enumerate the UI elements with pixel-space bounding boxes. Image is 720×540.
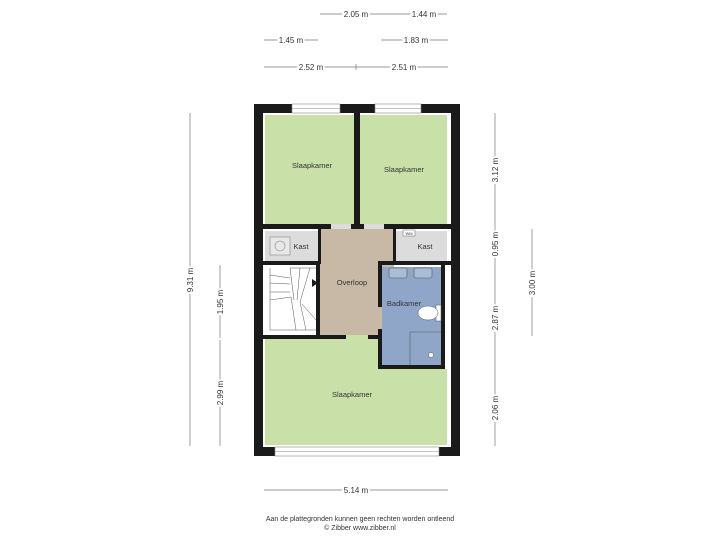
- washer-label: WM: [405, 231, 412, 236]
- door-bathroom: [378, 307, 382, 329]
- wall-bathroom-bottom: [378, 365, 445, 369]
- room-label-landing: Overloop: [337, 278, 367, 287]
- washer-icon: [402, 229, 416, 237]
- dim-top-row1-left: 2.05 m: [344, 10, 369, 19]
- wall-closet-left-bottom: [263, 261, 320, 265]
- dim-top-row2-right: 1.83 m: [404, 36, 429, 45]
- dim-lines-right: [494, 113, 533, 446]
- wall-closet-left-right: [318, 229, 321, 264]
- sink-right-icon: [413, 267, 433, 279]
- bedroom-top-left: [265, 115, 354, 224]
- dim-top-row3-right: 2.51 m: [392, 63, 417, 72]
- room-label-bedroom-top-left: Slaapkamer: [292, 161, 333, 170]
- wall-closet-right-left: [393, 229, 396, 264]
- dim-right-inner-4: 2.06 m: [491, 395, 500, 420]
- room-label-bathroom: Badkamer: [387, 299, 422, 308]
- dim-left-total: 9.31 m: [186, 267, 195, 292]
- bedroom-bottom: [265, 339, 447, 445]
- dim-top-row2-left: 1.45 m: [279, 36, 304, 45]
- dim-right-outer: 3.00 m: [528, 270, 537, 295]
- bedroom-top-right: [360, 115, 447, 224]
- dim-lines-left: [189, 113, 221, 446]
- dim-right-inner-1: 3.12 m: [491, 157, 500, 182]
- wall-top-divider: [354, 113, 360, 226]
- dim-left-inner-lower: 2.99 m: [216, 380, 225, 405]
- door-bedroom-top-left: [331, 224, 351, 229]
- dim-right-inner-3: 2.87 m: [491, 305, 500, 330]
- dim-left-inner-upper: 1.95 m: [216, 289, 225, 314]
- room-label-closet-left: Kast: [293, 242, 309, 251]
- wall-bathroom-right: [441, 263, 445, 369]
- stair-treads: [269, 267, 317, 331]
- footer-credit: © Zibber www.zibber.nl: [324, 525, 396, 532]
- toilet-bowl-icon: [417, 305, 439, 321]
- room-label-bedroom-top-right: Slaapkamer: [384, 165, 425, 174]
- wall-bottom-bedroom-top: [263, 335, 382, 339]
- door-bedroom-top-right: [364, 224, 384, 229]
- room-label-bedroom-bottom: Slaapkamer: [332, 390, 373, 399]
- shower-drain-icon: [428, 352, 434, 358]
- dim-lines-top: [264, 13, 448, 70]
- wall-top-horizontal: [263, 224, 451, 229]
- dim-bottom-total: 5.14 m: [344, 486, 369, 495]
- dim-top-row3-left: 2.52 m: [299, 63, 324, 72]
- appliance-drum-icon: [274, 240, 286, 252]
- dim-top-row1-right: 1.44 m: [412, 10, 437, 19]
- room-label-closet-right: Kast: [417, 242, 433, 251]
- stair-arrow-icon: [312, 279, 318, 287]
- appliance-box-icon: [269, 236, 291, 256]
- dim-right-inner-2: 0.95 m: [491, 231, 500, 256]
- footer-disclaimer: Aan de plattegronden kunnen geen rechten…: [265, 516, 455, 523]
- door-bedroom-bottom: [346, 335, 368, 339]
- wall-closet-right-bottom: [378, 261, 451, 265]
- wall-stair-right: [316, 262, 320, 338]
- sink-left-icon: [388, 267, 408, 279]
